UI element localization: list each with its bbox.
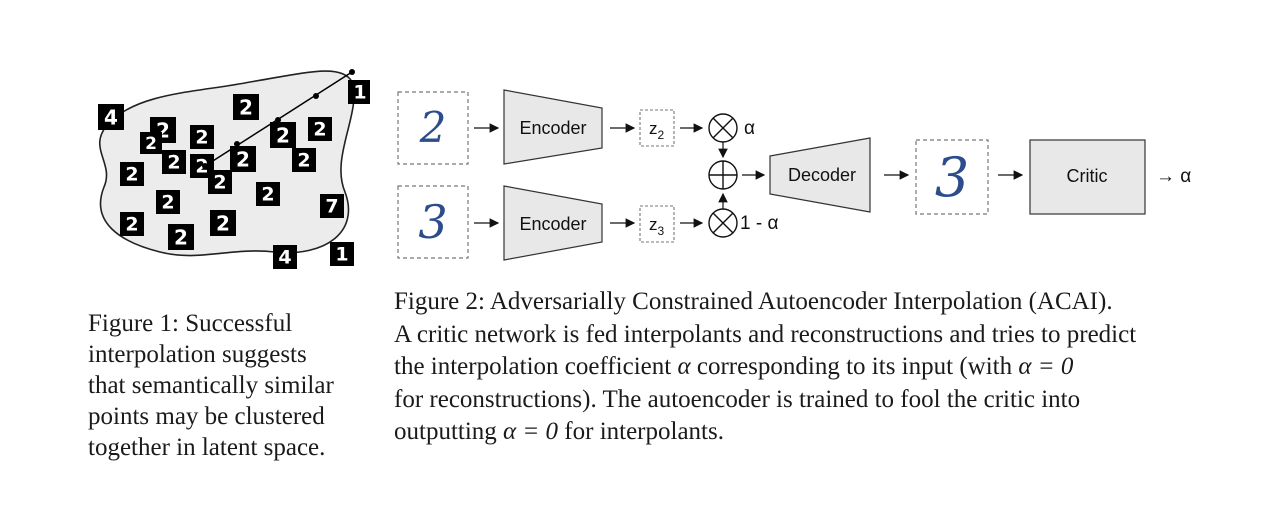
digit-tile: 2 [210,210,236,236]
critic-output-label: → α [1156,166,1191,187]
multiply-node-top [708,113,738,143]
digit-tile: 2 [120,212,144,236]
alpha-top-label: α [744,118,755,139]
digit-tile: 2 [168,224,194,250]
figure2-caption-line: outputting α = 0 for interpolants. [394,418,724,445]
digit-tile-label: 7 [325,196,338,218]
digit-tile-label: 2 [161,192,174,214]
digit-tile: 2 [162,150,186,174]
digit-tile-label: 2 [125,214,138,236]
digit-tile: 2 [256,182,280,206]
figure1-caption: Figure 1: Successful interpolation sugge… [88,308,368,463]
digit-tile: 7 [320,194,344,218]
digit-tile: 1 [330,242,354,266]
digit-tile: 2 [120,162,144,186]
sum-node [708,160,738,190]
digit-tile-label: 2 [145,134,157,154]
figure2-caption-line: the interpolation coefficient α correspo… [394,353,1074,380]
figure2-caption-line: A critic network is fed interpolants and… [394,320,1137,348]
digit-tile: 2 [156,190,180,214]
input-digit-top: 2 [419,103,447,152]
acai-diagram: 2 3 Encoder Encoder z2 z3 α 1 - α [397,89,1191,261]
figure1-caption-line: together in latent space. [88,434,326,461]
figure1-caption-line: points may be clustered [88,403,325,430]
figure2-caption-line: for reconstructions). The autoencoder is… [394,385,1081,413]
input-box-bottom [397,185,469,259]
digit-tile: 2 [140,132,162,154]
digit-tile: 2 [230,146,256,172]
figure1-caption-line: Figure 1: Successful [88,310,293,337]
figure1-caption-line: interpolation suggests [88,341,307,368]
digit-tile-label: 2 [297,150,310,172]
digit-tile: 1 [348,80,370,104]
output-box [915,139,989,215]
digit-tile-label: 2 [167,152,180,174]
encoder-top-label: Encoder [519,118,586,138]
digit-tile-label: 2 [276,123,290,147]
digit-tile-label: 2 [261,184,274,206]
digit-tile-label: 4 [278,247,291,269]
digit-tile-label: 2 [125,164,138,186]
latent-z2-label: z2 [649,119,665,142]
digit-tile-label: 2 [174,225,188,249]
interpolation-path [202,69,355,169]
critic-box [1029,139,1146,215]
latent-z3-box [639,205,675,243]
digit-tile-label: 2 [216,211,230,235]
digit-tile-label: 2 [195,127,208,149]
digit-tile-label: 1 [353,82,366,104]
multiply-node-bottom [708,208,738,238]
digit-tile: 2 [270,122,296,148]
encoder-bottom-label: Encoder [519,214,586,234]
latent-z2-box [639,109,675,147]
digit-tile: 2 [308,117,332,141]
digit-tile-label: 2 [313,119,326,141]
output-digit: 3 [935,146,969,209]
decoder-label: Decoder [788,165,856,185]
digit-tile-label: 1 [335,244,348,266]
digit-tile-label: 4 [104,105,118,129]
digit-tile: 2 [233,94,259,120]
digit-tile-label: 2 [239,95,253,119]
figure2-caption: Figure 2: Adversarially Constrained Auto… [394,286,1206,449]
digit-tile: 2 [292,148,316,172]
digit-tile: 2 [190,154,214,178]
figure1-caption-line: that semantically similar [88,372,334,399]
digit-tile: 4 [98,104,124,130]
decoder [769,137,871,213]
input-digit-bottom: 3 [418,195,447,249]
digit-tile: 4 [273,245,297,269]
critic-label: Critic [1067,166,1108,186]
input-box-top [397,91,469,165]
figure2-caption-line: Figure 2: Adversarially Constrained Auto… [394,288,1113,315]
encoder-top [503,89,603,165]
alpha-bottom-label: 1 - α [740,213,778,234]
digit-tile-label: 2 [213,172,226,194]
digit-tile-label: 2 [195,156,208,178]
digit-tile: 2 [190,125,214,149]
digit-tile-label: 2 [236,147,250,171]
latent-z3-label: z3 [649,215,665,238]
encoder-bottom [503,185,603,261]
